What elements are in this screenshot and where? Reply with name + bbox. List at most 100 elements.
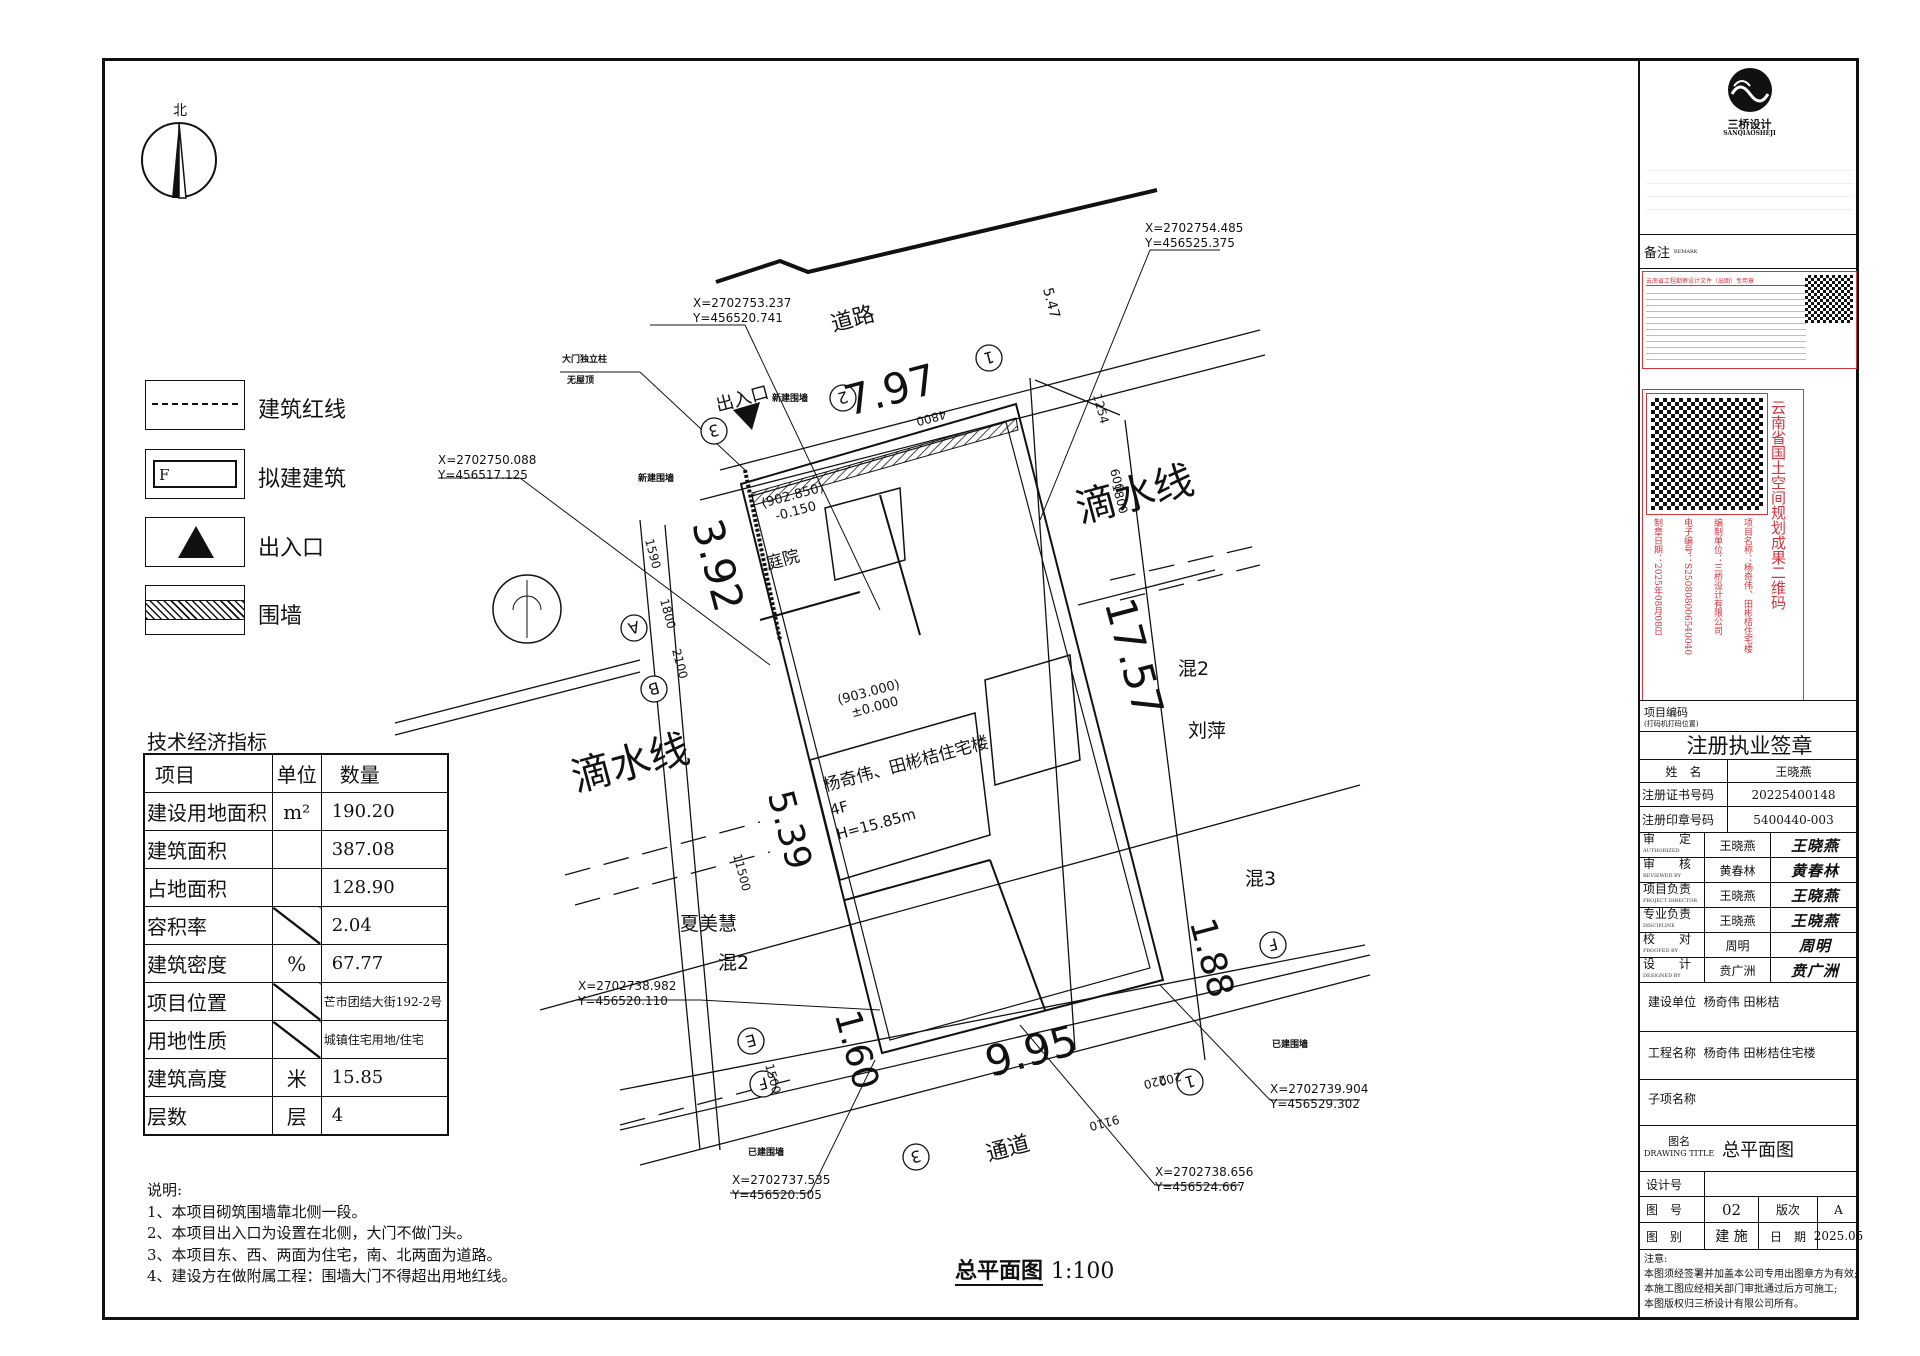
neighbor-west-label: 混2 (718, 952, 749, 974)
remark-label: 备注 (1644, 246, 1671, 261)
site-boundary-line (715, 188, 1158, 284)
coordinate-x: X=2702750.088 (438, 453, 536, 467)
row-unit: % (271, 944, 322, 983)
name-row: 姓 名 王晓燕 (1640, 760, 1859, 783)
row-value: 15.85 (320, 1058, 449, 1097)
axis-bubble: 3 (902, 1143, 930, 1171)
entrance-icon (733, 402, 760, 430)
row-unit (271, 1020, 322, 1059)
neighbor-east1-owner: 刘萍 (1188, 720, 1226, 742)
signoff-role: 审 核 (1643, 857, 1692, 871)
project-code-row: 项目编码 (打码机打码位置) (1640, 700, 1859, 732)
name-value: 王晓燕 (1727, 760, 1859, 782)
row-item: 容积率 (143, 906, 273, 945)
passage-south-label: 通道 (984, 1131, 1033, 1167)
building-outline (739, 402, 1165, 1055)
distance-label: 5.39 (759, 786, 819, 874)
drawing-label-en: DRAWING TITLE (1644, 1149, 1715, 1158)
table-header-row: 项目 单位 数量 (143, 753, 449, 793)
client-label: 建设单位 (1648, 995, 1697, 1009)
row-item: 建筑面积 (143, 830, 273, 869)
axis-bubble: A (620, 614, 648, 642)
signature: 贲广洲 (1770, 958, 1859, 982)
dimension-label: 11500 (730, 852, 753, 893)
north-label: 北 (173, 103, 187, 119)
revision-value: A (1817, 1197, 1859, 1222)
type-value: 建 施 (1704, 1223, 1758, 1249)
row-value: 城镇住宅用地/住宅 (320, 1020, 449, 1059)
design-seal-stamp: 云南省工程勘察设计文件（出图）专用章 (1642, 271, 1857, 369)
table-row: 用地性质 城镇住宅用地/住宅 (143, 1020, 449, 1059)
neighbor-east1-label: 混2 (1178, 658, 1209, 680)
signoff-name: 贲广洲 (1704, 958, 1770, 982)
axis-label: A (626, 617, 642, 638)
dimension-label: 200 (1157, 1069, 1183, 1088)
dimension-label: 1590 (642, 537, 663, 570)
drip-lines (564, 544, 1261, 1126)
axis-bubble: F (1259, 931, 1287, 959)
table-row: 建筑面积 387.08 (143, 830, 449, 869)
drawing-label: 图名 (1668, 1135, 1691, 1148)
signature: 黄春林 (1770, 858, 1859, 882)
row-value: 67.77 (320, 944, 449, 983)
table-row: 建筑密度%67.77 (143, 944, 449, 983)
signature: 王晓燕 (1770, 883, 1859, 907)
coordinate-x: X=2702738.982 (578, 979, 676, 993)
client-row: 建设单位 杨奇伟 田彬桔 (1640, 983, 1859, 1032)
dimension-label: 1800 (657, 597, 678, 630)
cert-row: 注册证书号码 20225400148 (1640, 783, 1859, 807)
coordinate-y: Y=456525.375 (1144, 236, 1235, 250)
qr-date: 制章日期：2025年08月08日 (1652, 518, 1662, 636)
logo-subtext: SANQIAOSHEJI (1723, 130, 1776, 137)
signoff-role: 项目负责 (1643, 882, 1692, 896)
row-value: 387.08 (320, 830, 449, 869)
legend-label: 拟建建筑 (258, 467, 347, 492)
axis-label: 3 (908, 1146, 923, 1167)
signoff-role-en: PROJECT DIRECTOR (1643, 898, 1698, 904)
type-row: 图 别 建 施 日 期 2025.05 (1640, 1223, 1863, 1250)
project-row: 工程名称 杨奇伟 田彬桔住宅楼 (1640, 1032, 1859, 1080)
signoff-role-en: PROOFED BY (1643, 948, 1678, 954)
row-unit: 层 (271, 1096, 322, 1136)
remark-row: 备注 REMARK (1640, 235, 1859, 269)
notes: 说明: 1、本项目砌筑围墙靠北侧一段。 2、本项目出入口为设置在北侧，大门不做门… (147, 1180, 517, 1288)
signoff-role-en: AUTHORIZED (1643, 848, 1680, 854)
coordinate-y: Y=456520.110 (577, 994, 668, 1008)
note-item: 4、建设方在做附属工程：围墙大门不得超出用地红线。 (147, 1267, 517, 1285)
distance-label: 3.92 (682, 514, 754, 617)
drawing-frame (102, 58, 1859, 1320)
row-item: 用地性质 (143, 1020, 273, 1059)
qr-title: 云南省国土空间规划成果二维码 (1769, 400, 1787, 610)
company-logo-icon (1728, 68, 1772, 112)
seal-label: 注册印章号码 (1642, 813, 1715, 827)
planning-qr-code[interactable] (1646, 393, 1768, 515)
signoff-role: 校 对 (1643, 932, 1692, 946)
dimension-label: 2100 (669, 647, 690, 680)
revision-label: 版次 (1758, 1197, 1817, 1222)
road-lines (394, 329, 1371, 1166)
signoff-role-en: DESIGNED BY (1643, 973, 1681, 979)
legend-label: 建筑红线 (258, 398, 347, 423)
header-item: 项目 (143, 753, 273, 793)
signoff-role-en: DISCIPLINE (1643, 923, 1675, 929)
coordinate-x: X=2702739.904 (1270, 1082, 1368, 1096)
row-item: 项目位置 (143, 982, 273, 1021)
signoff-role: 审 定 (1643, 832, 1692, 846)
qr-project: 项目名称：杨奇伟、田彬桔住宅楼 (1742, 518, 1752, 653)
signoff-name: 王晓燕 (1704, 883, 1770, 907)
courtyard-label: 庭院 (764, 546, 802, 574)
dimension-label: 1254 (1090, 392, 1111, 425)
row-item: 建筑高度 (143, 1058, 273, 1097)
drawing-no-label: 图 号 (1646, 1203, 1683, 1217)
distance-label: 5.47 (1039, 286, 1063, 320)
signoff-role-en: REVIEWED BY (1643, 873, 1681, 879)
